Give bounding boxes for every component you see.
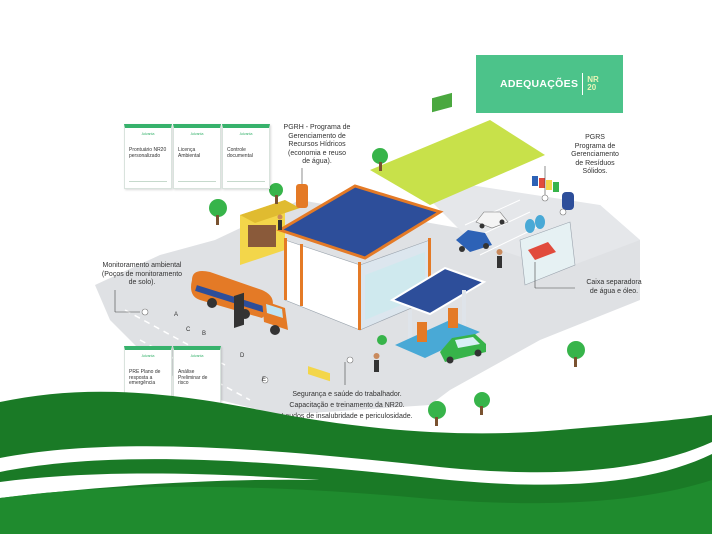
nr-text: NR xyxy=(587,75,599,84)
main-roof xyxy=(276,184,444,260)
building-sign xyxy=(308,366,330,382)
card-brand: Advanta xyxy=(141,354,155,358)
card-divider xyxy=(178,181,216,182)
pgrh-line: (economia e reuso xyxy=(288,149,346,157)
document-card-prontuario: Advanta Prontuário NR20 personalizado xyxy=(124,124,172,189)
canopy-roof xyxy=(389,266,487,316)
monitoramento-label: Monitoramento ambiental (Poços de monito… xyxy=(92,262,192,288)
card-brand: Advanta xyxy=(141,132,155,136)
wave-light xyxy=(0,480,712,534)
trees xyxy=(204,148,585,426)
banner-divider xyxy=(582,73,584,95)
pgrh-line: Gerenciamento de xyxy=(288,132,346,140)
seguranca-label: Segurança e saúde do trabalhador. Capaci… xyxy=(272,389,422,422)
pgrh-line: Recursos Hídricos xyxy=(288,141,346,148)
document-card-controle: Advanta Controle documental xyxy=(222,124,270,189)
banner-title: ADEQUAÇÕES xyxy=(500,78,579,90)
annex-shelf xyxy=(248,225,276,247)
caixa-separadora-label: Caixa separadora de água e óleo. xyxy=(574,279,654,296)
marker-e: E xyxy=(262,377,267,383)
annex-roof xyxy=(240,200,300,223)
marker-c: C xyxy=(186,327,191,333)
seguranca-line: Laudos de insalubridade e periculosidade… xyxy=(281,413,413,420)
wave-highlight-1 xyxy=(0,442,712,485)
price-sign xyxy=(234,292,244,328)
people xyxy=(277,214,503,372)
card-title: Controle documental xyxy=(227,147,253,159)
nr20-badge: NR 20 xyxy=(587,76,599,92)
road-markings xyxy=(124,309,251,401)
fuel-pump-2 xyxy=(448,308,458,328)
white-car xyxy=(475,211,509,229)
canopy-post-1 xyxy=(408,310,412,350)
pgrs-label: PGRS Programa de Gerenciamento de Resídu… xyxy=(560,134,630,177)
caixa-line: Caixa separadora xyxy=(586,279,642,286)
wave-highlight-2 xyxy=(0,473,320,498)
card-brand: Advanta xyxy=(190,354,204,358)
seguranca-line: Capacitação e treinamento da NR20. xyxy=(289,402,405,409)
card-title: Análise Preliminar de risco xyxy=(178,369,208,386)
green-car xyxy=(440,334,486,364)
caixa-line: de água e óleo. xyxy=(589,287,639,295)
lot-surface xyxy=(430,185,640,270)
pgrs-line: Programa de xyxy=(574,142,616,150)
fuel-pump-1 xyxy=(417,322,427,342)
pgrs-line: de Resíduos xyxy=(575,159,615,167)
pgrh-label: PGRH - Programa de Gerenciamento de Recu… xyxy=(262,124,372,167)
pgrh-line: PGRH - Programa de xyxy=(283,124,351,131)
callout-lines xyxy=(114,166,575,385)
card-divider xyxy=(129,181,167,182)
card-title: Licença Ambiental xyxy=(178,147,201,159)
card-title: PRE Plano de resposta a emergência xyxy=(129,369,161,386)
card-title: Prontuário NR20 personalizado xyxy=(129,147,167,159)
pgrh-line: de água). xyxy=(302,158,332,165)
card-divider xyxy=(227,181,265,182)
marker-a: A xyxy=(174,312,179,318)
pgrs-line: Gerenciamento xyxy=(571,151,619,158)
canopy-post-2 xyxy=(462,290,466,330)
nr-number: 20 xyxy=(587,83,597,92)
water-tanks xyxy=(525,215,545,233)
adequacoes-banner: ADEQUAÇÕES NR 20 xyxy=(476,55,623,113)
callout-dots xyxy=(141,194,567,384)
pgrs-line: Sólidos. xyxy=(582,168,608,175)
pump-island xyxy=(395,320,480,358)
document-card-licenca: Advanta Licença Ambiental xyxy=(173,124,221,189)
tanker-truck xyxy=(191,271,288,335)
monitoramento-line: de solo). xyxy=(128,279,156,286)
green-truck xyxy=(432,92,452,113)
monitoramento-line: (Poços de monitoramento xyxy=(101,270,183,278)
green-wave-footer xyxy=(0,391,712,534)
water-reservoir xyxy=(296,184,308,208)
lime-lot xyxy=(370,120,545,205)
building-columns xyxy=(284,238,431,330)
card-brand: Advanta xyxy=(190,132,204,136)
seguranca-line: Segurança e saúde do trabalhador. xyxy=(292,391,402,398)
card-brand: Advanta xyxy=(239,132,253,136)
pgrs-line: PGRS xyxy=(585,134,605,141)
building-window xyxy=(365,252,425,320)
blue-car xyxy=(456,230,492,252)
recycling-bins xyxy=(532,176,574,210)
monitoramento-line: Monitoramento ambiental xyxy=(102,262,182,269)
marker-d: D xyxy=(240,353,245,359)
marker-b: B xyxy=(202,331,207,337)
